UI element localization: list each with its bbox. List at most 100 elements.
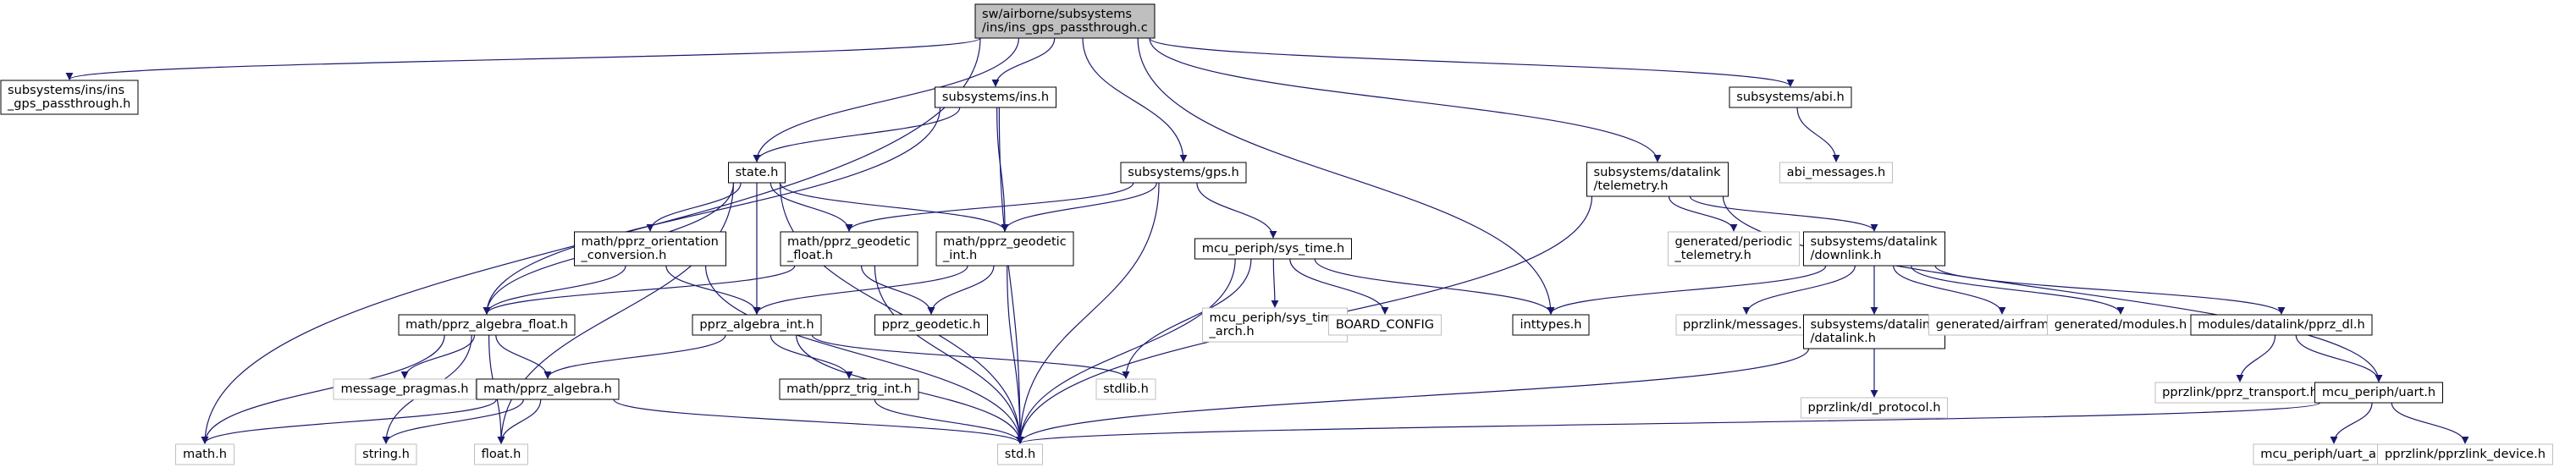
- edge-geodetic-float-h-to-geodetic-h: [860, 265, 935, 315]
- edge-root-to-abi-h: [1149, 37, 1795, 87]
- node-geodetic-int-h[interactable]: math/pprz_geodetic_int.h: [935, 231, 1074, 267]
- edge-geodetic-int-h-to-algebra-int-h: [753, 265, 968, 315]
- node-ins-gps-h[interactable]: subsystems/ins/ins_gps_passthrough.h: [0, 80, 139, 115]
- node-box: [474, 443, 528, 465]
- node-pprz-dl-h[interactable]: modules/datalink/pprz_dl.h: [2190, 314, 2373, 336]
- node-label-line: /telemetry.h: [1594, 179, 1669, 193]
- node-box: [728, 162, 786, 184]
- node-label-line: mcu_periph/uart_arch.h: [2260, 447, 2408, 461]
- node-gps-h[interactable]: subsystems/gps.h: [1120, 162, 1247, 184]
- node-box: [1586, 162, 1729, 197]
- node-label-line: pprzlink/pprzlink_device.h: [2385, 447, 2546, 461]
- node-pprzlink-device-h[interactable]: pprzlink/pprzlink_device.h: [2377, 443, 2553, 465]
- node-box: [692, 314, 822, 336]
- node-label-line: math/pprz_trig_int.h: [786, 382, 912, 396]
- edge-uart-h-to-std-h: [1017, 402, 2321, 444]
- edge-sys-time-h-to-std-h: [1016, 258, 1236, 444]
- node-label-line: subsystems/ins.h: [942, 90, 1049, 104]
- edge-ins-h-to-geodetic-int-h: [996, 107, 1009, 232]
- edge-telemetry-h-to-periodic-telemetry-h: [1668, 195, 1738, 232]
- node-pprzlink-messages-h[interactable]: pprzlink/messages.h: [1675, 314, 1818, 336]
- node-message-pragmas-h[interactable]: message_pragmas.h: [333, 378, 477, 400]
- node-label-line: math/pprz_geodetic: [943, 234, 1067, 249]
- node-label-line: string.h: [362, 447, 410, 461]
- node-label-line: pprz_algebra_int.h: [699, 317, 814, 332]
- node-label-line: state.h: [736, 165, 779, 179]
- edge-sys-time-h-to-stdlib-h: [1122, 258, 1252, 379]
- edge-root-to-ins-gps-h: [65, 37, 981, 80]
- edge-state-h-to-float-h: [497, 182, 735, 444]
- node-geodetic-float-h[interactable]: math/pprz_geodetic_float.h: [780, 231, 918, 267]
- node-board-config[interactable]: BOARD_CONFIG: [1328, 314, 1442, 336]
- node-label-line: pprzlink/dl_protocol.h: [1808, 400, 1941, 415]
- edge-root-to-ins-h: [991, 37, 1056, 87]
- node-ins-h[interactable]: subsystems/ins.h: [935, 86, 1056, 108]
- node-label-line: stdlib.h: [1103, 382, 1149, 396]
- edge-state-h-to-orientation-h: [646, 182, 742, 232]
- node-label-line: sw/airborne/subsystems: [982, 7, 1132, 21]
- node-box: [1120, 162, 1247, 184]
- node-float-h[interactable]: float.h: [474, 443, 528, 465]
- node-datalink-h[interactable]: subsystems/datalink/datalink.h: [1803, 314, 1945, 349]
- node-root[interactable]: sw/airborne/subsystems/ins/ins_gps_passt…: [974, 3, 1156, 39]
- node-math-h[interactable]: math.h: [175, 443, 234, 465]
- edge-geodetic-int-h-to-std-h: [1007, 265, 1024, 444]
- node-trig-int-h[interactable]: math/pprz_trig_int.h: [779, 378, 919, 400]
- edge-abi-h-to-abi-messages-h: [1796, 107, 1840, 162]
- edge-root-to-gps-h: [1082, 37, 1188, 162]
- node-inttypes-h[interactable]: inttypes.h: [1512, 314, 1590, 336]
- node-label-line: BOARD_CONFIG: [1336, 317, 1434, 332]
- node-box: [333, 378, 477, 400]
- node-label-line: /downlink.h: [1811, 248, 1882, 262]
- edge-ins-h-to-std-h: [998, 107, 1024, 444]
- node-std-h[interactable]: std.h: [997, 443, 1043, 465]
- node-state-h[interactable]: state.h: [728, 162, 786, 184]
- edge-orientation-h-to-std-h: [704, 265, 1024, 444]
- edge-downlink-h-to-airframe-h: [1893, 265, 2006, 315]
- node-algebra-int-h[interactable]: pprz_algebra_int.h: [692, 314, 822, 336]
- node-box: [1328, 314, 1442, 336]
- edge-algebra-int-h-to-algebra-h: [543, 334, 726, 379]
- node-box: [1512, 314, 1590, 336]
- edge-geodetic-int-h-to-geodetic-h: [927, 265, 995, 315]
- edge-sys-time-h-to-sys-time-arch-h: [1271, 258, 1279, 308]
- node-uart-h[interactable]: mcu_periph/uart.h: [2314, 382, 2443, 404]
- node-box: [1194, 238, 1352, 260]
- node-algebra-h[interactable]: math/pprz_algebra.h: [476, 378, 620, 400]
- node-telemetry-h[interactable]: subsystems/datalink/telemetry.h: [1586, 162, 1729, 197]
- node-stdlib-h[interactable]: stdlib.h: [1095, 378, 1156, 400]
- node-orientation-h[interactable]: math/pprz_orientation_conversion.h: [574, 231, 726, 267]
- node-string-h[interactable]: string.h: [355, 443, 417, 465]
- node-pprz-transport-h[interactable]: pprzlink/pprz_transport.h: [2154, 382, 2325, 404]
- edge-root-to-telemetry-h: [1149, 37, 1662, 162]
- node-algebra-float-h[interactable]: math/pprz_algebra_float.h: [398, 314, 576, 336]
- edge-downlink-h-to-inttypes-h: [1547, 265, 1827, 315]
- node-sys-time-h[interactable]: mcu_periph/sys_time.h: [1194, 238, 1352, 260]
- node-box: [2190, 314, 2373, 336]
- edge-uart-h-to-uart-arch-h: [2330, 402, 2373, 444]
- node-abi-h[interactable]: subsystems/abi.h: [1729, 86, 1852, 108]
- node-box: [1803, 231, 1945, 267]
- node-dl-protocol-h[interactable]: pprzlink/dl_protocol.h: [1801, 397, 1948, 419]
- node-box: [2047, 314, 2194, 336]
- node-box: [1675, 314, 1818, 336]
- node-box: [1668, 231, 1800, 267]
- edge-algebra-h-to-math-h: [201, 399, 497, 444]
- edge-root-to-inttypes-h: [1137, 37, 1555, 315]
- edge-gps-h-to-std-h: [1016, 182, 1160, 444]
- node-geodetic-h[interactable]: pprz_geodetic.h: [874, 314, 988, 336]
- node-modules-h[interactable]: generated/modules.h: [2047, 314, 2194, 336]
- edge-downlink-h-to-pprz-dl-h: [1934, 265, 2286, 315]
- node-label-line: _conversion.h: [581, 248, 667, 262]
- node-downlink-h[interactable]: subsystems/datalink/downlink.h: [1803, 231, 1945, 267]
- node-box: [779, 378, 919, 400]
- node-box: [874, 314, 988, 336]
- node-sys-time-arch-h[interactable]: mcu_periph/sys_time_arch.h: [1202, 307, 1348, 343]
- edge-ins-h-to-state-h: [753, 107, 961, 162]
- node-label-line: generated/modules.h: [2055, 317, 2187, 332]
- node-abi-messages-h[interactable]: abi_messages.h: [1779, 162, 1893, 184]
- edge-state-h-to-geodetic-float-h: [769, 182, 853, 232]
- node-periodic-telemetry-h[interactable]: generated/periodic_telemetry.h: [1668, 231, 1800, 267]
- node-label-line: _gps_passthrough.h: [7, 96, 130, 111]
